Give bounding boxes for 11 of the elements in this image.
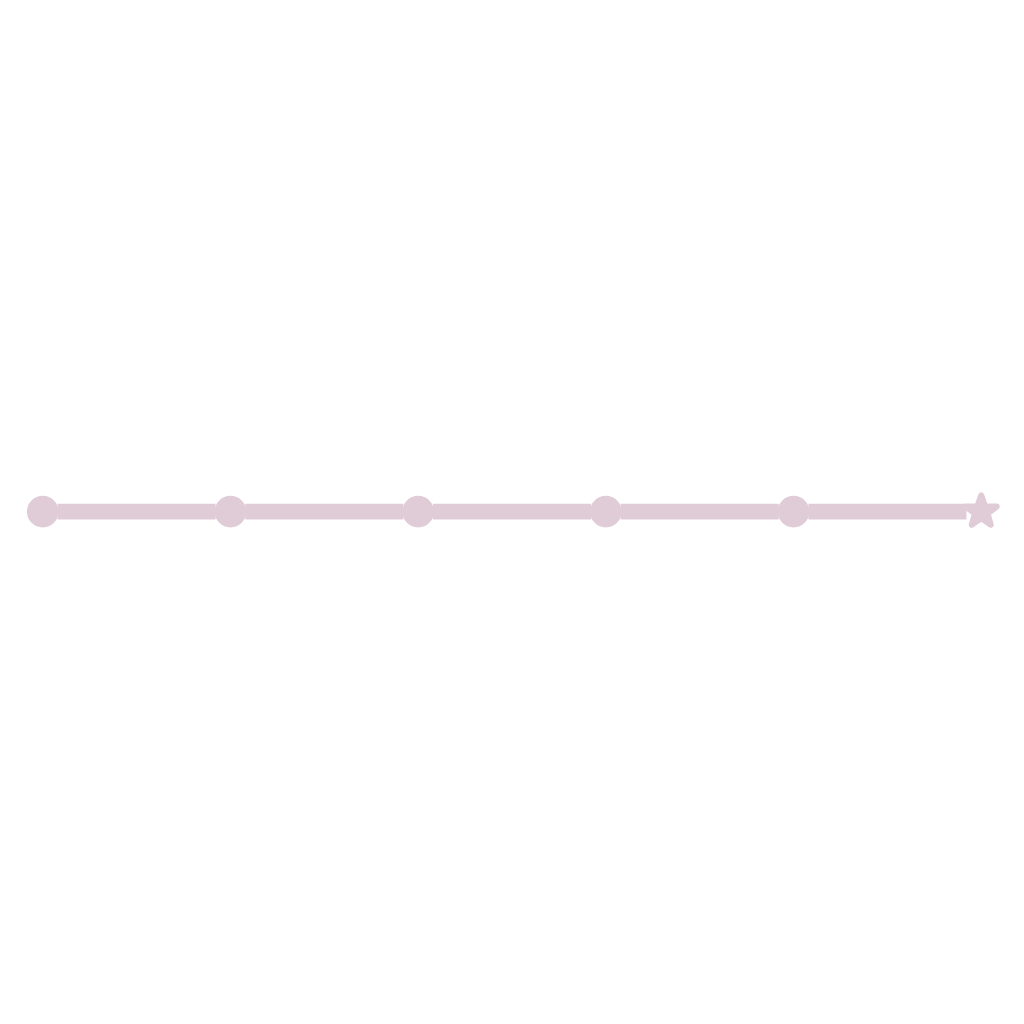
connector-line (432, 504, 592, 520)
circle-node (777, 496, 810, 528)
circle-node (590, 496, 622, 528)
circle-node (26, 496, 59, 528)
circle-node (402, 496, 434, 528)
connector-line (808, 504, 967, 520)
star-node (962, 492, 1000, 529)
connector-line (57, 504, 216, 520)
circle-node (214, 496, 247, 528)
connector-line (245, 504, 404, 520)
connector-line (620, 504, 779, 520)
